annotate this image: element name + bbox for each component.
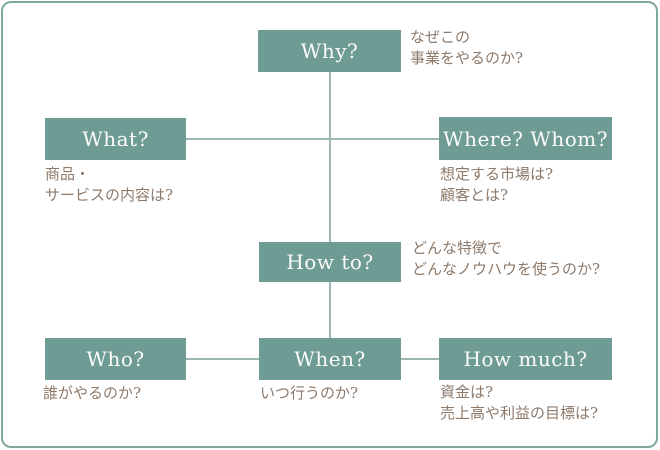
note-what-line1: 商品・ <box>45 165 91 183</box>
connector-when-to-howmuch <box>401 358 439 360</box>
connector-howto-to-when <box>329 282 331 338</box>
note-how-much: 資金は? 売上高や利益の目標は? <box>440 382 598 424</box>
box-how-much: How much? <box>439 338 612 380</box>
note-where-whom-line1: 想定する市場は? <box>440 165 554 183</box>
note-what: 商品・ サービスの内容は? <box>45 164 173 206</box>
note-why-line2: 事業をやるのか? <box>410 49 524 67</box>
note-how-to-line2: どんなノウハウを使うのか? <box>412 260 601 278</box>
connector-who-to-when <box>186 358 259 360</box>
note-why: なぜこの 事業をやるのか? <box>410 27 523 69</box>
box-where-whom: Where? Whom? <box>439 117 612 160</box>
note-how-to: どんな特徴で どんなノウハウを使うのか? <box>412 238 600 280</box>
note-how-to-line1: どんな特徴で <box>412 239 503 257</box>
box-how-to-label: How to? <box>286 250 374 274</box>
note-where-whom: 想定する市場は? 顧客とは? <box>440 164 553 206</box>
note-who: 誰がやるのか? <box>43 383 141 404</box>
note-what-line2: サービスの内容は? <box>45 186 174 204</box>
note-where-whom-line2: 顧客とは? <box>440 186 509 204</box>
note-when-line1: いつ行うのか? <box>260 384 359 402</box>
box-how-much-label: How much? <box>463 347 588 371</box>
box-what-label: What? <box>82 127 149 151</box>
note-how-much-line1: 資金は? <box>440 383 494 401</box>
box-where-whom-label: Where? Whom? <box>443 126 608 151</box>
connector-what-to-wherewhom <box>186 138 439 140</box>
box-what: What? <box>45 118 186 160</box>
connector-why-to-howto <box>329 72 331 242</box>
box-when: When? <box>259 338 401 380</box>
note-why-line1: なぜこの <box>410 28 471 46</box>
box-when-label: When? <box>294 347 366 371</box>
box-who-label: Who? <box>86 347 145 371</box>
note-who-line1: 誰がやるのか? <box>43 384 142 402</box>
box-why-label: Why? <box>300 39 359 63</box>
note-when: いつ行うのか? <box>260 383 358 404</box>
box-why: Why? <box>258 30 401 72</box>
box-who: Who? <box>45 338 186 380</box>
box-how-to: How to? <box>259 242 401 282</box>
note-how-much-line2: 売上高や利益の目標は? <box>440 404 599 422</box>
